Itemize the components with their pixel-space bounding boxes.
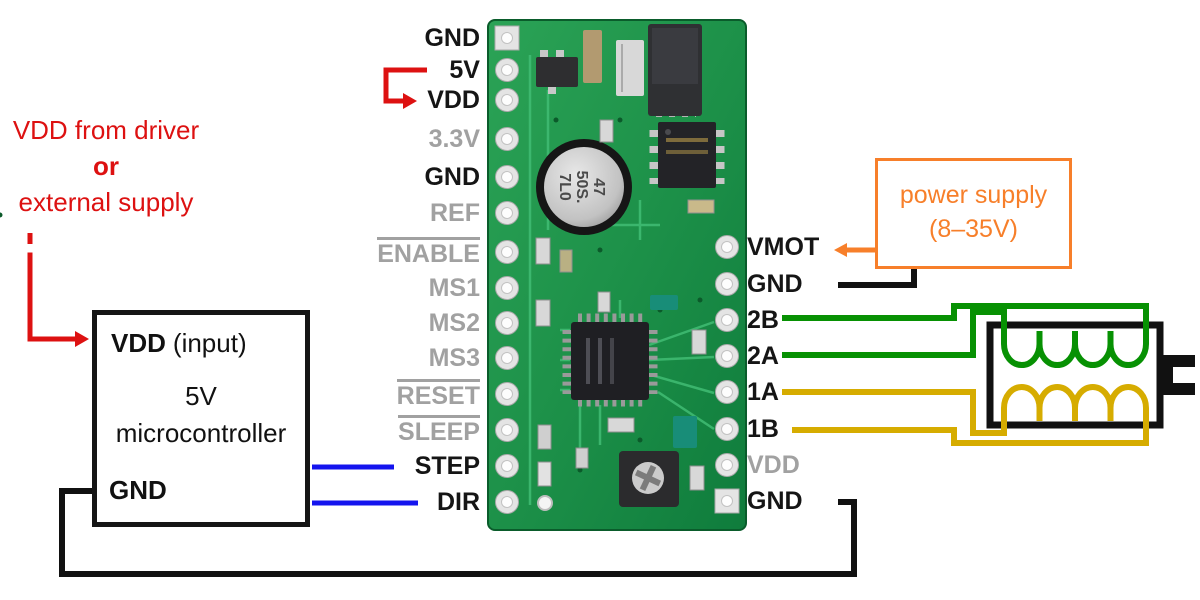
wire-ground-loop (59, 488, 857, 577)
supply-annotation-line3: external supply (18, 187, 194, 217)
wire-5v-vdd-jumper (383, 67, 427, 104)
driver-board: 47 50S. 7L0 (0, 19, 747, 531)
header-pads (494, 25, 740, 514)
micro-title-line1: 5V (185, 381, 217, 411)
micro-vdd-pin: VDD(input) (111, 328, 247, 358)
capacitor-marking-3: 7L0 (556, 173, 573, 201)
mounting-pad (537, 495, 553, 511)
driver-ic (562, 313, 658, 407)
wire-coil-2a (782, 309, 1149, 369)
wire-psu-ground (838, 269, 917, 288)
tantalum-capacitor (583, 30, 602, 83)
teal-capacitor-1 (650, 295, 678, 310)
wire-coil-2b (782, 303, 1149, 331)
sot23-transistor (536, 50, 578, 94)
power-module (648, 24, 702, 117)
wire-supply-solid (27, 261, 75, 342)
electrolytic-capacitor: 47 50S. 7L0 (536, 139, 632, 235)
wire-coil-1a (782, 383, 1149, 436)
so8-chip (649, 122, 725, 188)
supply-annotation: VDD from driver or external supply (2, 112, 210, 220)
teal-capacitor-2 (673, 416, 697, 448)
stepper-motor (986, 321, 1195, 429)
supply-annotation-line1: VDD from driver (12, 115, 200, 145)
smd-passives (535, 119, 715, 491)
wire-coil-1b (792, 421, 1149, 446)
micro-gnd-pin: GND (109, 475, 167, 505)
capacitor-marking-1: 47 (590, 178, 607, 196)
vmot-arrowhead (834, 243, 847, 257)
jumper-arrowhead (403, 93, 417, 109)
capacitor-marking-2: 50S. (573, 171, 590, 204)
psu-line1: power supply (899, 181, 1048, 209)
microcontroller-box: VDD(input) 5V microcontroller GND (92, 310, 310, 527)
pcb-board (487, 19, 747, 531)
power-supply-box: power supply (8–35V) (875, 158, 1072, 269)
smd-capacitor-white (616, 40, 644, 96)
psu-line2: (8–35V) (929, 215, 1018, 243)
supply-arrowhead (75, 331, 89, 347)
micro-title-line2: microcontroller (115, 418, 287, 448)
supply-annotation-line2: or (93, 151, 119, 181)
current-trim-potentiometer (619, 451, 679, 507)
pcb-vias (0, 117, 703, 473)
